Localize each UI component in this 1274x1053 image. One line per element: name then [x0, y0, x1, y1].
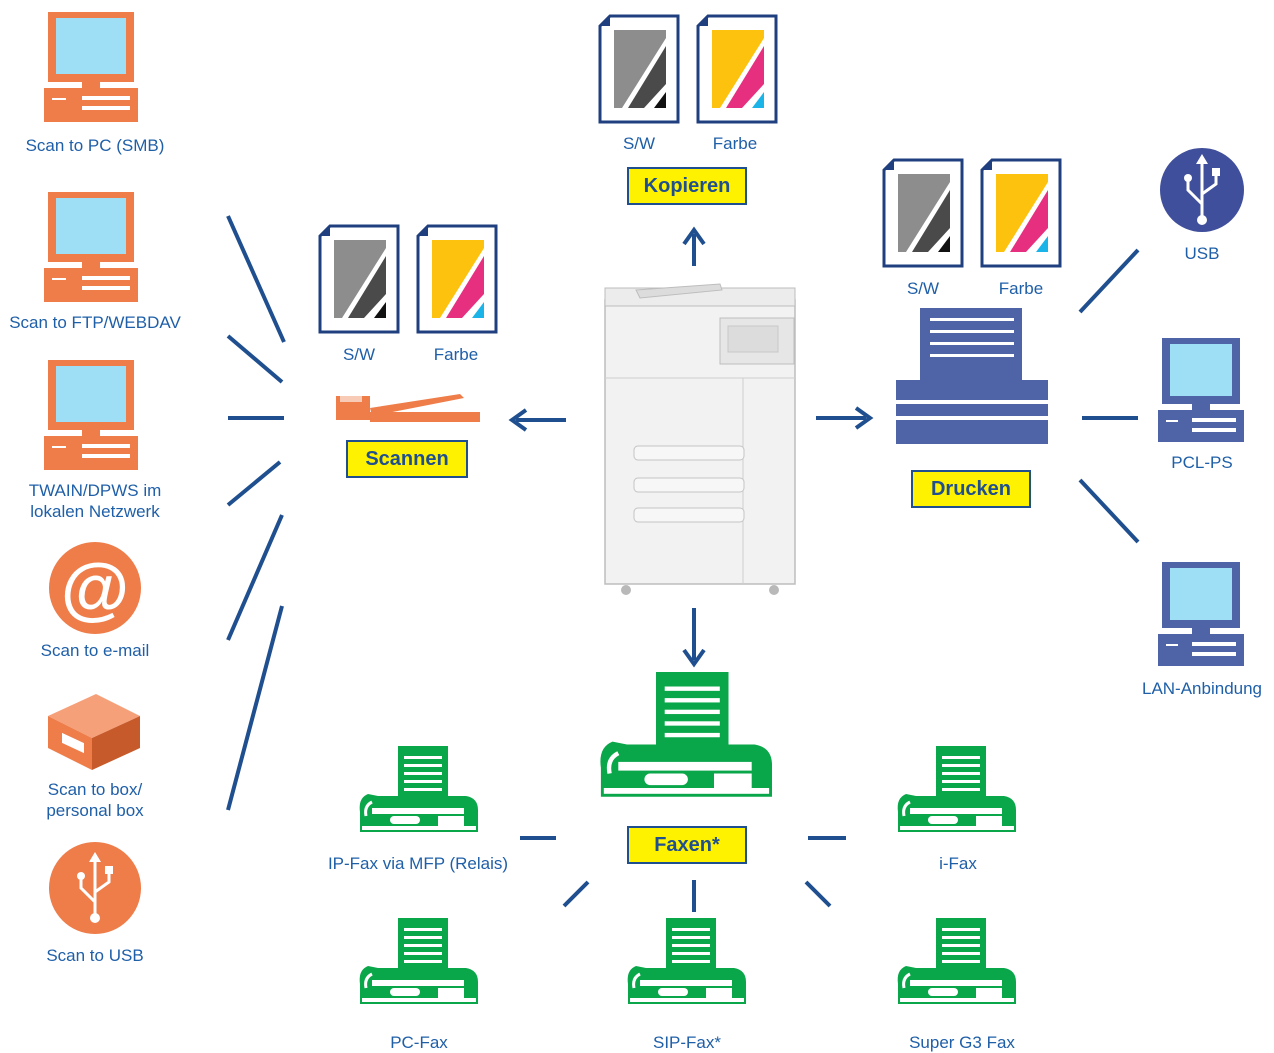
- fax-function-label: Faxen*: [627, 826, 747, 864]
- fax-type-label: SIP-Fax*: [652, 1033, 722, 1052]
- scan-bw-label: S/W: [342, 345, 376, 364]
- print-color-label: Farbe: [998, 279, 1044, 298]
- document-bw-icon: [318, 224, 400, 334]
- fax-icon: [358, 916, 480, 1006]
- computer-icon: [1158, 338, 1244, 442]
- document-color-icon: [980, 158, 1062, 268]
- computer-icon: [44, 12, 138, 122]
- fax-icon: [896, 916, 1018, 1006]
- scan-target-label: Scan to box/ personal box: [46, 780, 144, 820]
- fax-icon: [358, 744, 480, 834]
- copy-function-label: Kopieren: [627, 167, 747, 205]
- scan-connectors: [226, 215, 286, 811]
- printer-icon: [896, 308, 1048, 444]
- print-bw-label: S/W: [906, 279, 940, 298]
- computer-icon: [44, 192, 138, 302]
- scan-target-label: TWAIN/DPWS im lokalen Netzwerk: [28, 481, 162, 521]
- fax-type-label: PC-Fax: [390, 1033, 448, 1052]
- scan-target-label: Scan to FTP/WEBDAV: [9, 313, 181, 332]
- svg-text:@: @: [61, 549, 129, 627]
- box-icon: [48, 694, 140, 770]
- fax-connectors: [520, 836, 846, 912]
- mfp-printer-device: [604, 283, 796, 595]
- scan-target-label: Scan to USB: [46, 946, 144, 965]
- scan-function-label: Scannen: [346, 440, 468, 478]
- print-source-label: PCL-PS: [1171, 453, 1233, 472]
- document-color-icon: [696, 14, 778, 124]
- fax-type-label: i-Fax: [939, 854, 977, 873]
- copy-color-label: Farbe: [712, 134, 758, 153]
- print-source-label: USB: [1184, 244, 1220, 263]
- print-connectors: [1078, 248, 1140, 544]
- at-sign-icon: @: [49, 542, 141, 634]
- scan-color-label: Farbe: [433, 345, 479, 364]
- print-function-label: Drucken: [911, 470, 1031, 508]
- scan-target-label: Scan to PC (SMB): [25, 136, 165, 155]
- scanner-icon: [336, 394, 480, 422]
- print-source-label: LAN-Anbindung: [1141, 679, 1263, 698]
- computer-icon: [1158, 562, 1244, 666]
- document-bw-icon: [882, 158, 964, 268]
- fax-main-icon: [600, 672, 772, 797]
- scan-target-label: Scan to e-mail: [40, 641, 150, 660]
- document-bw-icon: [598, 14, 680, 124]
- fax-icon: [896, 744, 1018, 834]
- document-color-icon: [416, 224, 498, 334]
- fax-icon: [626, 916, 748, 1006]
- flow-arrows: [508, 226, 874, 668]
- fax-type-label: IP-Fax via MFP (Relais): [327, 854, 509, 873]
- usb-icon: [1160, 148, 1244, 232]
- usb-icon: [49, 842, 141, 934]
- computer-icon: [44, 360, 138, 470]
- copy-bw-label: S/W: [622, 134, 656, 153]
- fax-type-label: Super G3 Fax: [909, 1033, 1015, 1052]
